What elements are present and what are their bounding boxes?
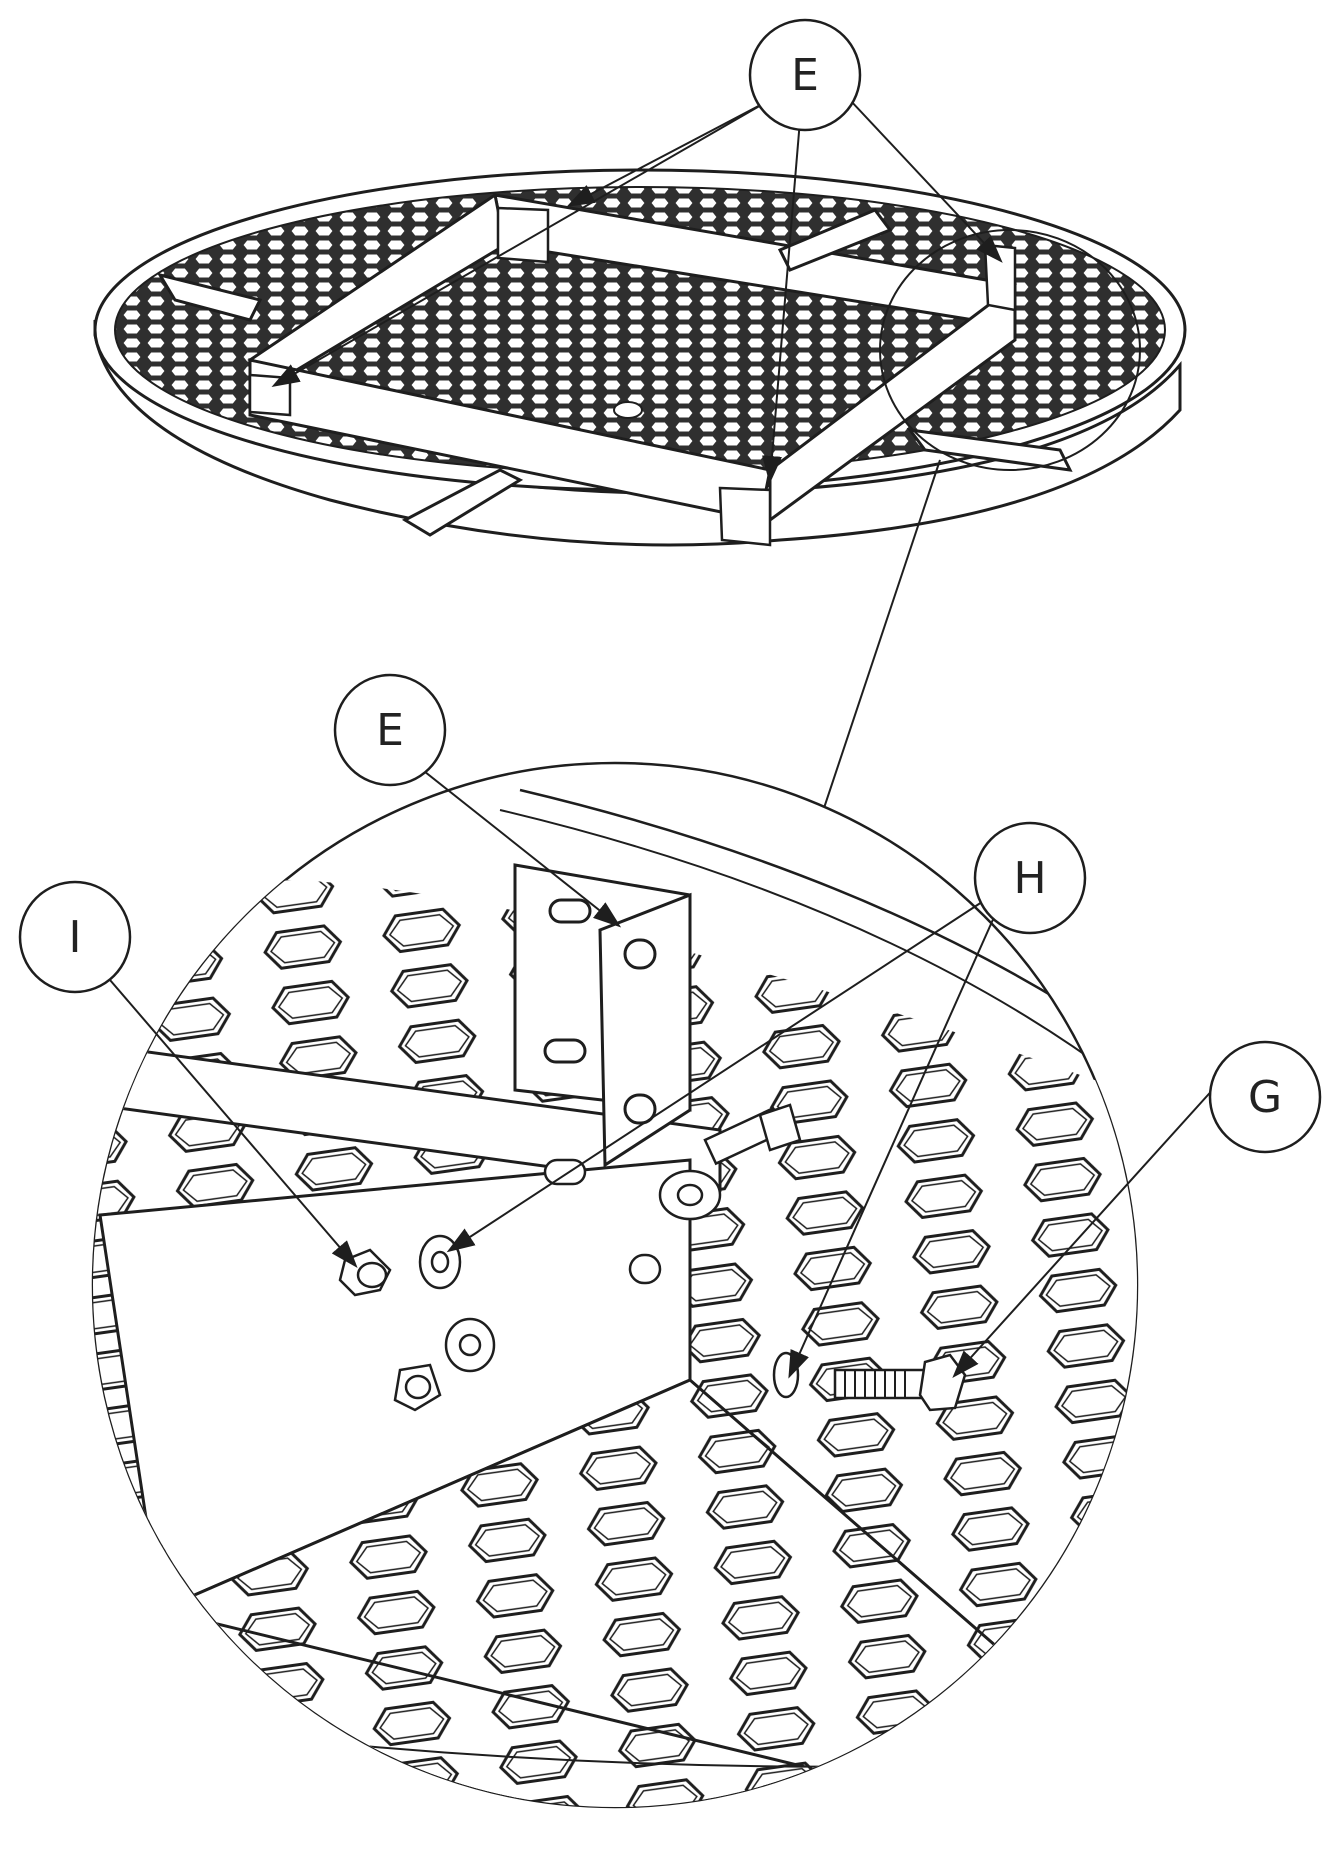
callout-detail-i: I	[18, 880, 132, 994]
callout-label: G	[1248, 1072, 1282, 1123]
callout-label: H	[1013, 853, 1046, 904]
detail-view	[91, 761, 1139, 1809]
callout-label: E	[791, 50, 819, 101]
overview-tabletop	[93, 168, 1187, 827]
frame-slots	[543, 1158, 662, 1285]
detail-reference-circle	[879, 229, 1141, 471]
callout-label: I	[69, 912, 82, 963]
callout-detail-h: H	[973, 821, 1087, 935]
bracket-e	[513, 863, 692, 1168]
callout-overview-e: E	[748, 18, 862, 132]
callout-detail-e: E	[333, 673, 447, 787]
center-hole	[613, 401, 643, 419]
callout-label: E	[376, 705, 404, 756]
bolt-upper	[658, 1103, 802, 1221]
overview-leaders	[271, 99, 1003, 484]
bolt-lower	[772, 1351, 967, 1412]
callout-detail-g: G	[1208, 1040, 1322, 1154]
detail-connector-line	[817, 459, 941, 827]
detail-leaders	[109, 759, 1236, 1379]
